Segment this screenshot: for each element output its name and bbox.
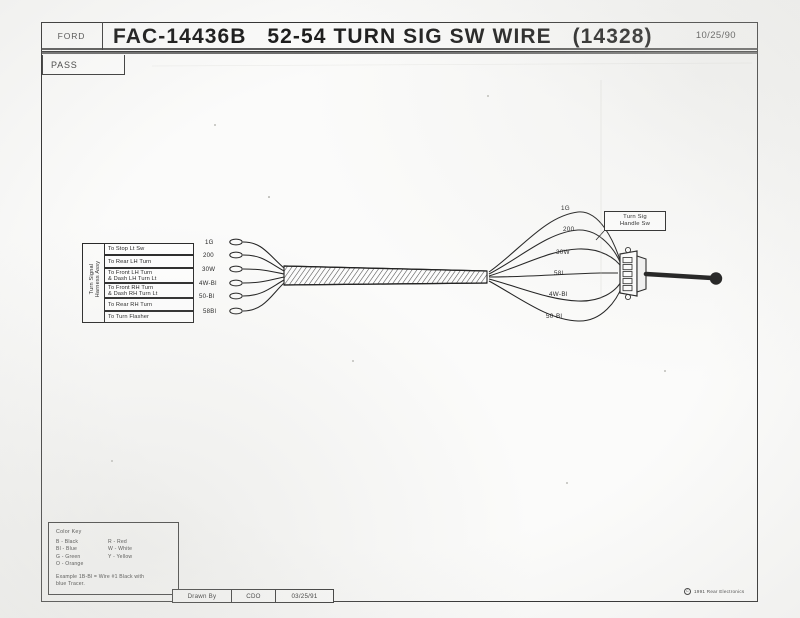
destination-row: To Turn Flasher xyxy=(104,311,194,323)
title-date: 10/25/90 xyxy=(695,30,736,41)
wire-code-left: 58Bl xyxy=(203,308,217,315)
turn-sig-handle-sw-callout: Turn Sig Handle Sw xyxy=(604,211,666,231)
pass-label: PASS xyxy=(51,59,78,70)
drawn-by-label: Drawn By xyxy=(173,590,232,602)
color-key-grid: B - Black R - Red Bl - Blue W - White G … xyxy=(56,539,171,567)
color-key-title: Color Key xyxy=(56,529,82,535)
destination-row: To Front LH Turn & Dash LH Turn Lt xyxy=(104,268,194,283)
color-key-example: Example 1B-Bl = Wire #1 Black with blue … xyxy=(56,574,145,588)
drawing-title: FAC-14436B 52-54 TURN SIG SW WIRE (14328… xyxy=(113,25,653,48)
wire-code-switch-end: 4W-Bl xyxy=(549,291,568,298)
manufacturer-label: FORD xyxy=(57,31,86,41)
drawn-by-value: CDO xyxy=(232,590,276,602)
copyright-icon: C xyxy=(684,588,691,595)
wire-code-left: 4W-Bl xyxy=(199,280,217,287)
color-key-box: Color Key B - Black R - Red Bl - Blue W … xyxy=(48,522,179,595)
title-rule-lines xyxy=(41,48,758,55)
color-key-entry: Y - Yellow xyxy=(108,553,133,560)
color-key-entry: W - White xyxy=(108,546,133,553)
wire-code-left: 1G xyxy=(205,239,214,246)
wire-code-switch-end: 30W xyxy=(556,249,570,256)
destination-row: To Rear LH Turn xyxy=(104,255,194,268)
drawing-sheet-border xyxy=(41,22,758,602)
manufacturer-cell: FORD xyxy=(41,22,103,50)
color-key-entry: R - Red xyxy=(108,539,127,545)
destination-row: To Rear RH Turn xyxy=(104,298,194,311)
drawing-date: 03/25/91 xyxy=(291,592,318,600)
wire-code-left: 50-Bl xyxy=(199,293,215,300)
copyright-notice: C 1991 Rear Electronics xyxy=(684,588,744,595)
harness-name-label: Turn Signal Harness Assy xyxy=(88,260,101,298)
color-key-entry: Bl - Blue xyxy=(56,546,78,553)
wire-code-switch-end: 1G xyxy=(561,205,570,212)
wire-code-left: 30W xyxy=(202,266,216,273)
wire-code-switch-end: 58l xyxy=(554,270,564,277)
wire-code-left: 200 xyxy=(203,252,214,259)
color-key-entry: O - Orange xyxy=(56,561,84,568)
copyright-text: 1991 Rear Electronics xyxy=(694,589,745,594)
bottom-title-block: Drawn By CDO 03/25/91 xyxy=(172,589,334,603)
color-key-entry: B - Black xyxy=(56,539,79,545)
destination-row: To Front RH Turn & Dash RH Turn Lt xyxy=(104,283,194,298)
destination-label-block: Turn Signal Harness Assy To Stop Lt Sw T… xyxy=(82,243,194,323)
color-key-entry: G - Green xyxy=(56,553,81,560)
destination-row: To Stop Lt Sw xyxy=(104,243,194,255)
pass-box: PASS xyxy=(42,55,125,75)
wire-code-switch-end: 200 xyxy=(563,226,575,233)
wire-code-switch-end: 50-Bl xyxy=(546,313,563,320)
color-key-entry-empty xyxy=(108,561,171,567)
